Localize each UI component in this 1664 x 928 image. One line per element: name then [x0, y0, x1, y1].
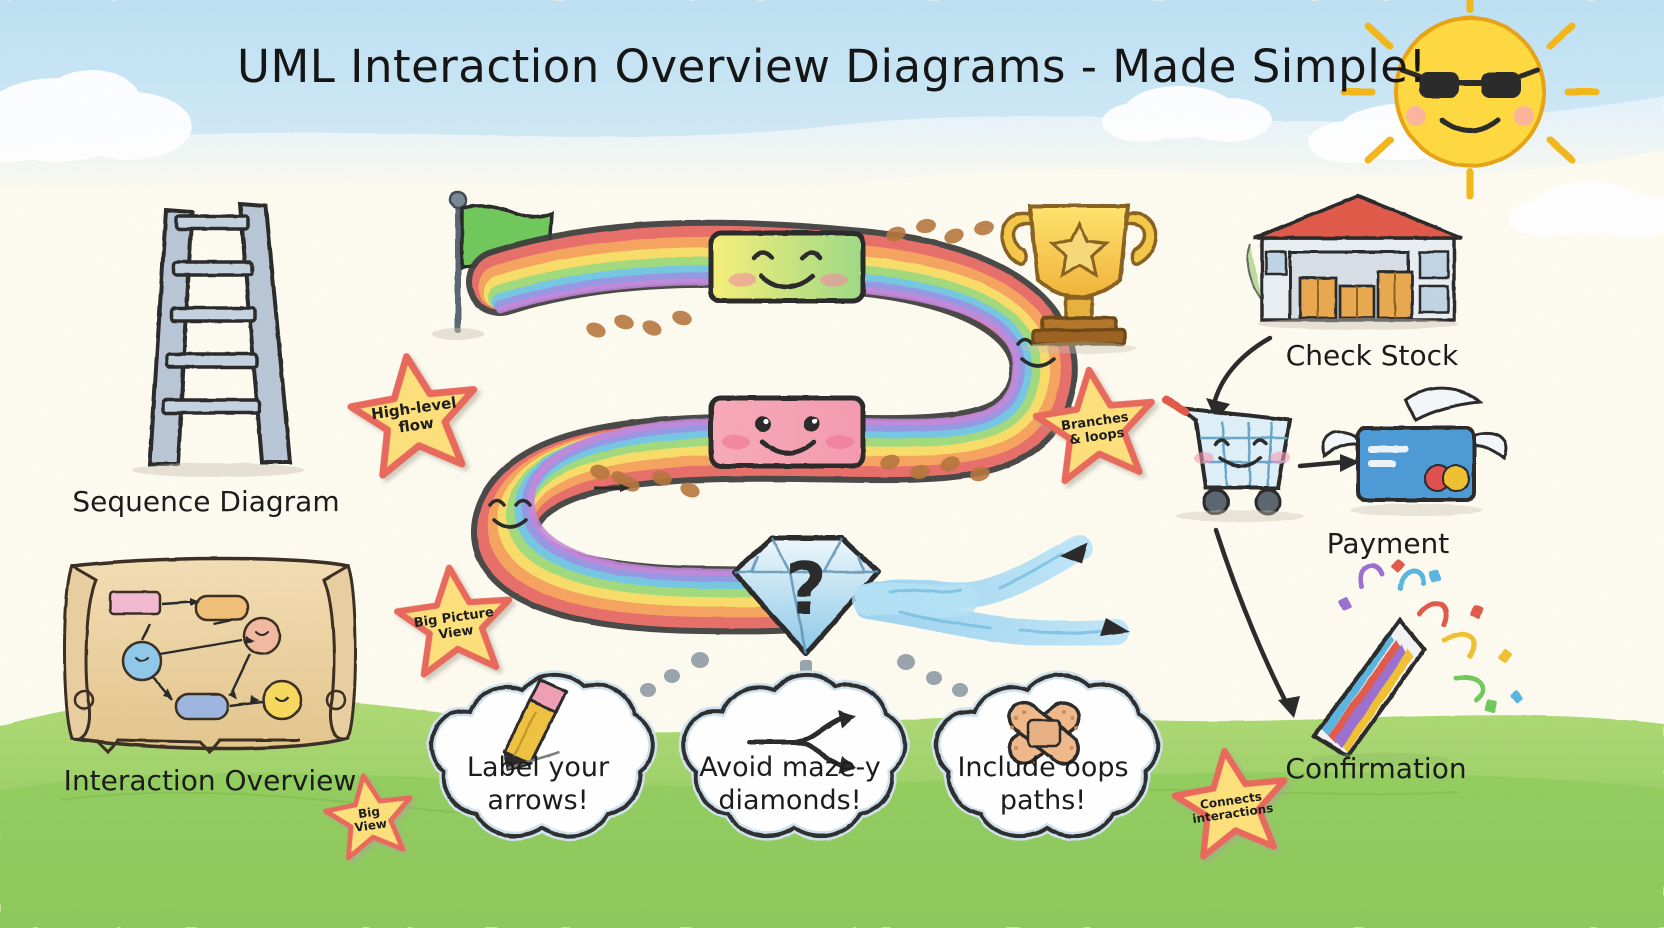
caption-interaction-overview: Interaction Overview — [63, 764, 357, 797]
page-title: UML Interaction Overview Diagrams - Made… — [237, 40, 1427, 93]
caption-sequence-diagram: Sequence Diagram — [72, 485, 340, 518]
caption-confirmation: Confirmation — [1285, 752, 1467, 785]
caption-payment: Payment — [1326, 527, 1450, 560]
caption-check-stock: Check Stock — [1285, 339, 1459, 372]
